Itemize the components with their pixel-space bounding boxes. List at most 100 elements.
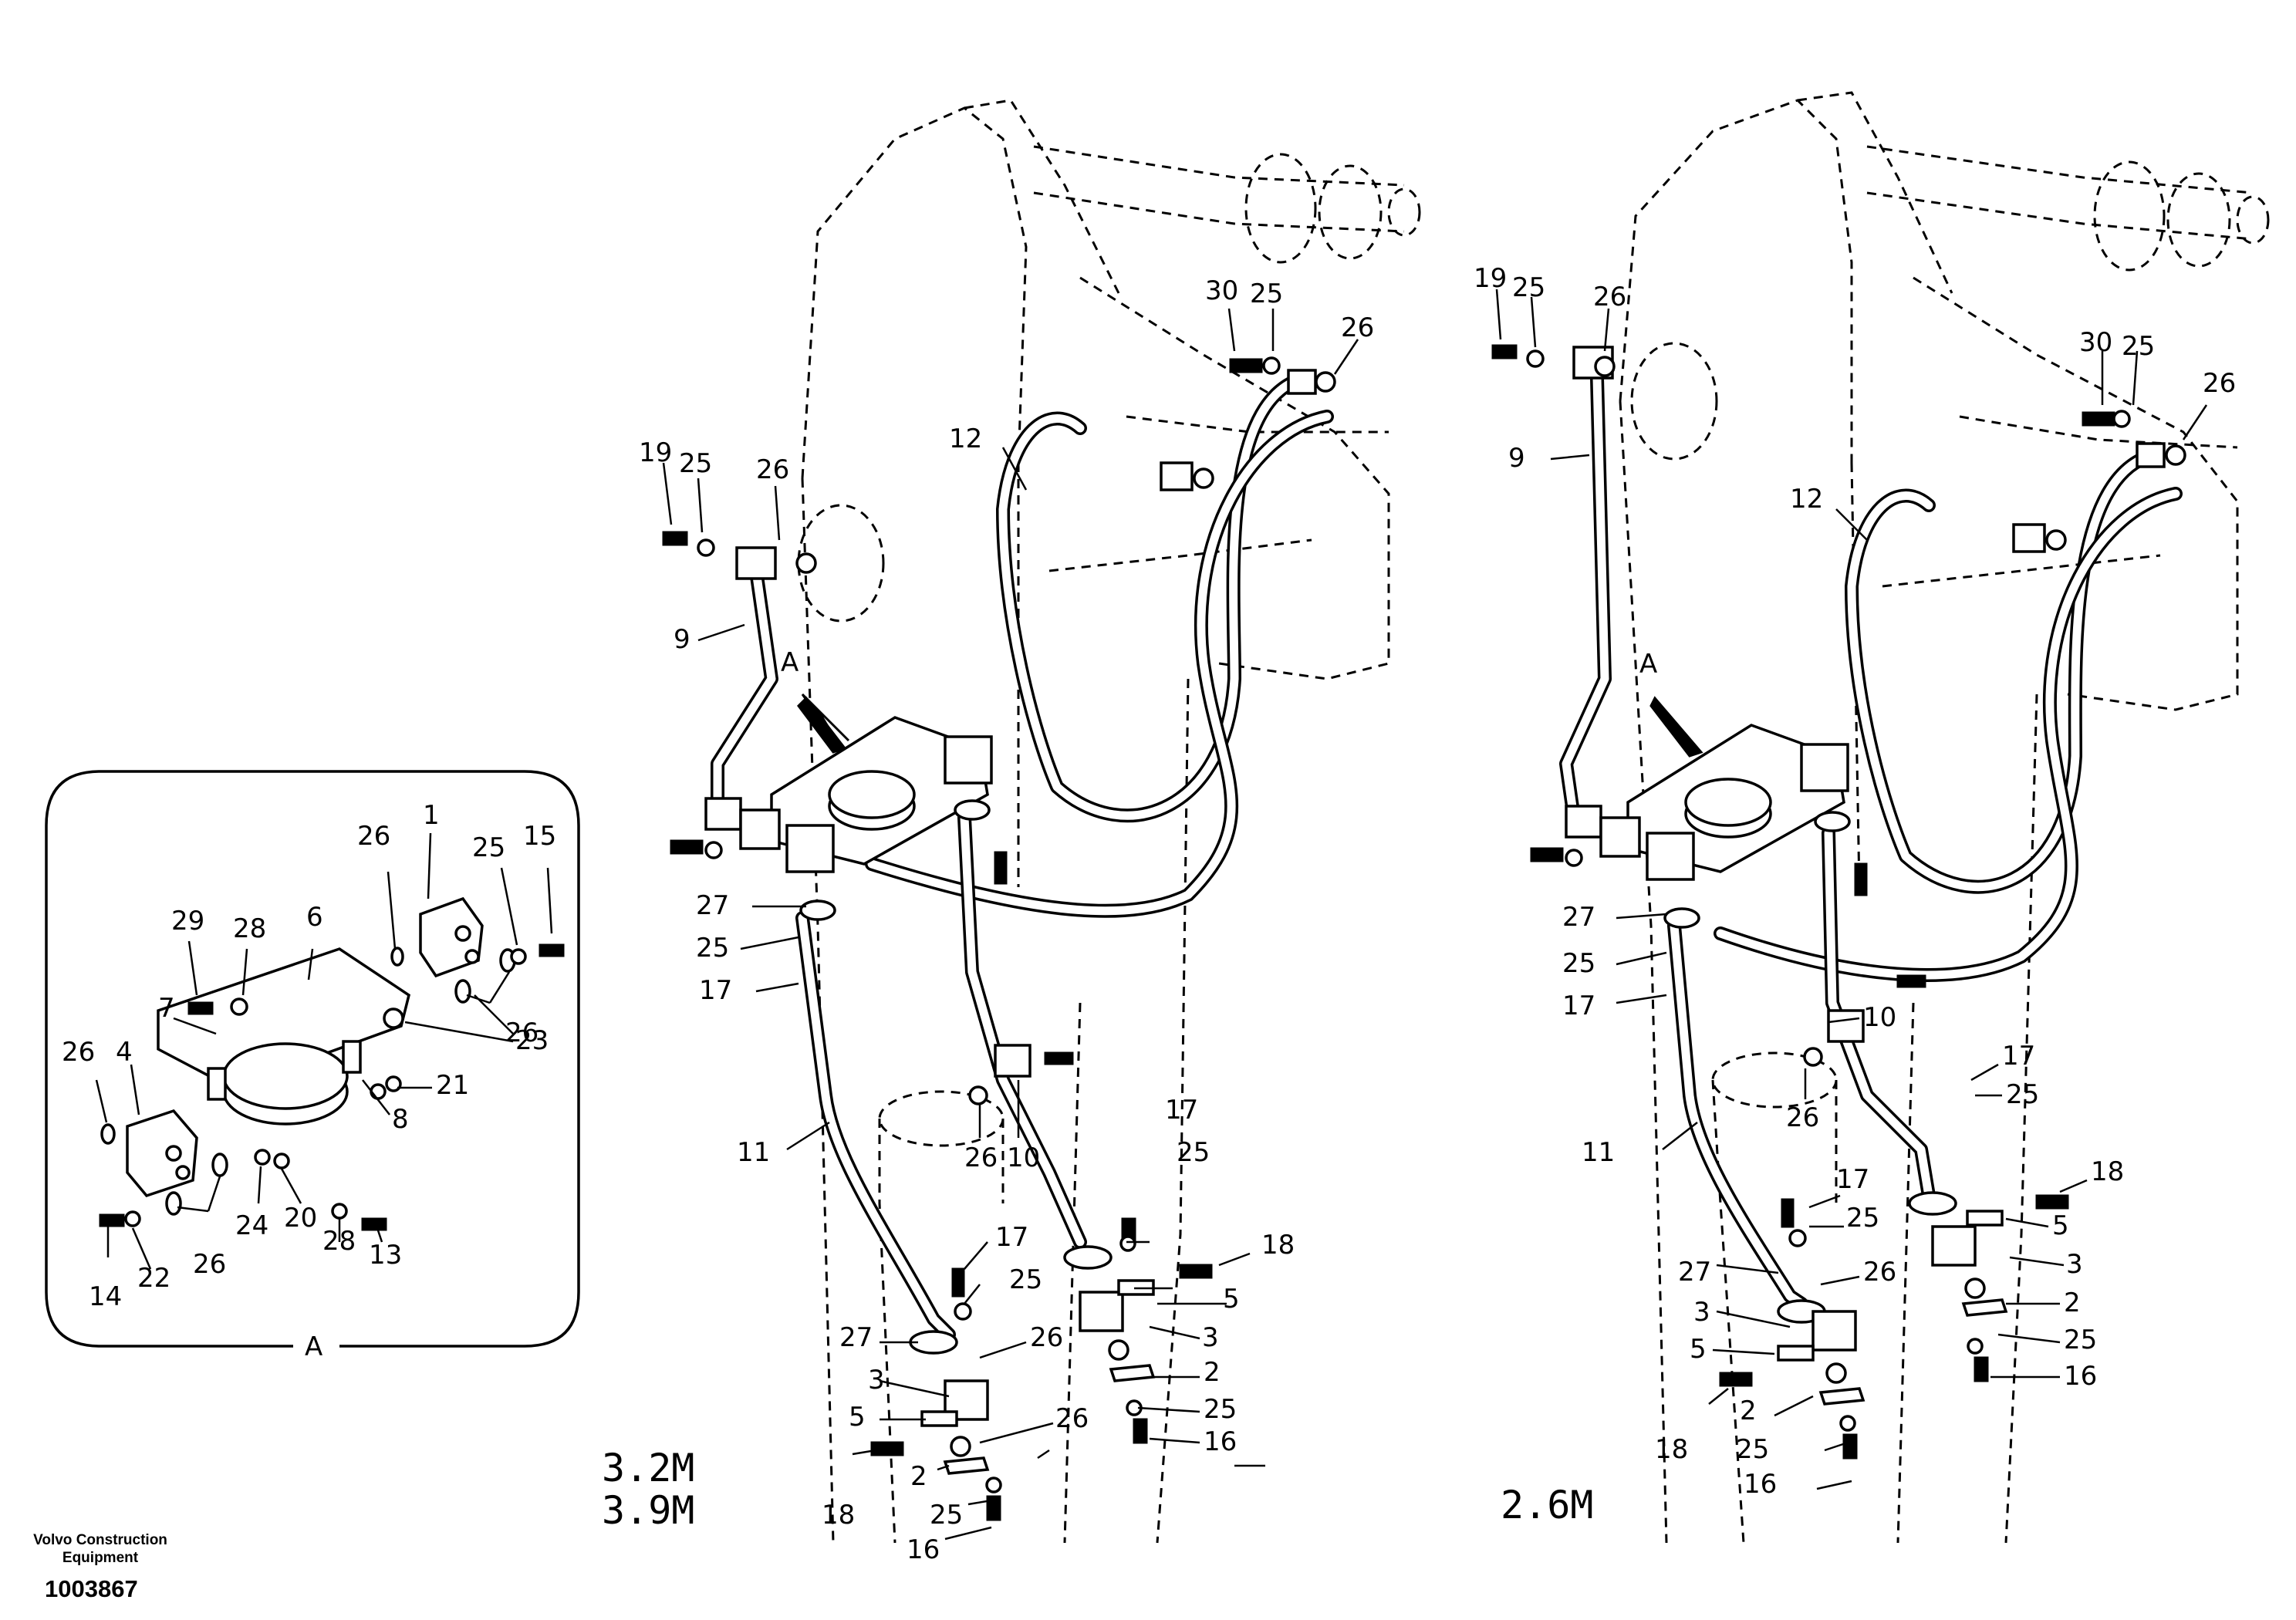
label-11: 11: [1582, 1137, 1615, 1168]
label-27: 27: [696, 890, 729, 921]
label-12: 12: [1790, 484, 1823, 515]
label-25: 25: [1562, 948, 1595, 979]
left-boom-outline: [797, 99, 1421, 1544]
label-11: 11: [737, 1137, 770, 1168]
detail-label-26: 26: [62, 1037, 95, 1068]
company-name-line1: Volvo Construction: [33, 1532, 167, 1548]
size-label-3-2m: 3.2M: [602, 1446, 694, 1490]
label-25: 25: [1009, 1264, 1042, 1295]
size-label-3-9m: 3.9M: [602, 1488, 694, 1533]
label-17: 17: [1836, 1164, 1869, 1195]
label-26: 26: [1055, 1403, 1089, 1434]
detail-label-29: 29: [171, 906, 204, 937]
label-19: 19: [1474, 263, 1507, 294]
left-hose-12: [865, 371, 1334, 918]
label-26: 26: [756, 454, 789, 485]
detail-label-26: 26: [357, 821, 390, 852]
label-27: 27: [839, 1322, 873, 1353]
detail-label-1: 1: [423, 800, 440, 831]
label-10: 10: [1863, 1002, 1896, 1033]
detail-label-7: 7: [158, 993, 175, 1024]
label-17: 17: [2002, 1041, 2035, 1072]
label-2: 2: [2064, 1288, 2081, 1318]
detail-label-20: 20: [284, 1203, 317, 1234]
company-name-line2: Equipment: [62, 1550, 139, 1566]
right-labels: 19 25 26 9 30 25 26 12 A 27 25 17 10 26 …: [1474, 263, 2236, 1527]
label-26: 26: [1863, 1257, 1896, 1288]
label-25: 25: [2006, 1079, 2039, 1110]
detail-label-24: 24: [235, 1210, 268, 1241]
detail-label-21: 21: [436, 1070, 469, 1101]
label-25: 25: [1250, 278, 1283, 309]
detail-label-23: 23: [515, 1025, 549, 1056]
detail-label-25: 25: [472, 832, 505, 863]
label-16: 16: [1204, 1426, 1237, 1457]
label-18: 18: [822, 1500, 855, 1531]
detail-label-26: 26: [505, 1018, 539, 1048]
label-17: 17: [995, 1222, 1028, 1253]
label-25: 25: [1512, 272, 1545, 303]
label-25: 25: [679, 448, 712, 479]
right-hose-11: [1667, 826, 1936, 1311]
size-label-2-6m: 2.6M: [1501, 1483, 1593, 1527]
detail-label-6: 6: [306, 902, 323, 933]
detail-label-26: 26: [193, 1249, 226, 1280]
label-26: 26: [1786, 1102, 1819, 1133]
right-bracket: [1565, 346, 1849, 881]
label-25: 25: [2122, 331, 2155, 362]
label-A: A: [1639, 649, 1657, 680]
footer: Volvo Construction Equipment 1003867: [33, 1532, 167, 1602]
label-25: 25: [1204, 1394, 1237, 1425]
label-5: 5: [849, 1402, 866, 1433]
right-boom-outline: [1619, 91, 2270, 1544]
label-25: 25: [1177, 1137, 1210, 1168]
label-26: 26: [1593, 282, 1626, 312]
label-26: 26: [1341, 312, 1374, 343]
right-hose-12: [1714, 448, 2183, 982]
left-leaders: [662, 308, 1359, 1541]
label-5: 5: [1690, 1334, 1707, 1365]
label-3: 3: [1202, 1322, 1219, 1353]
label-A: A: [781, 647, 799, 678]
label-18: 18: [1261, 1230, 1295, 1261]
label-27: 27: [1678, 1257, 1711, 1288]
detail-label-15: 15: [523, 821, 556, 852]
detail-a-inset: A: [45, 770, 580, 1362]
right-assembly: 19 25 26 9 30 25 26 12 A 27 25 17 10 26 …: [1474, 91, 2270, 1544]
left-labels: 19 25 26 9 A 30 25 26 12 27 25 17 11 26 …: [602, 275, 1374, 1565]
label-5: 5: [2052, 1210, 2069, 1241]
label-9: 9: [674, 624, 690, 655]
label-19: 19: [639, 437, 672, 468]
label-2: 2: [1204, 1357, 1221, 1388]
detail-label-13: 13: [369, 1240, 402, 1271]
label-26: 26: [964, 1142, 998, 1173]
right-hose-9: [1559, 371, 1612, 825]
label-18: 18: [2091, 1156, 2124, 1187]
label-3: 3: [1693, 1297, 1710, 1328]
label-25: 25: [1846, 1203, 1879, 1234]
label-2: 2: [1740, 1396, 1757, 1426]
detail-label-14: 14: [89, 1281, 122, 1312]
label-30: 30: [1205, 275, 1238, 306]
right-fittings: [1491, 344, 2186, 1460]
label-26: 26: [1030, 1322, 1063, 1353]
label-9: 9: [1508, 443, 1525, 474]
label-16: 16: [907, 1534, 940, 1565]
detail-a-title: A: [305, 1331, 322, 1362]
label-16: 16: [2064, 1361, 2097, 1392]
detail-label-22: 22: [137, 1263, 171, 1294]
label-25: 25: [930, 1500, 963, 1531]
label-17: 17: [1165, 1095, 1198, 1126]
right-leaders: [1495, 289, 2208, 1490]
label-30: 30: [2079, 327, 2112, 358]
label-25: 25: [2064, 1325, 2097, 1355]
label-17: 17: [699, 975, 732, 1006]
left-assembly: 19 25 26 9 A 30 25 26 12 27 25 17 11 26 …: [602, 99, 1421, 1565]
left-hose-9: [711, 564, 778, 825]
label-3: 3: [2066, 1249, 2083, 1280]
left-bracket: [704, 546, 993, 873]
label-5: 5: [1223, 1284, 1240, 1315]
detail-label-8: 8: [392, 1104, 409, 1135]
detail-label-28: 28: [322, 1226, 356, 1257]
